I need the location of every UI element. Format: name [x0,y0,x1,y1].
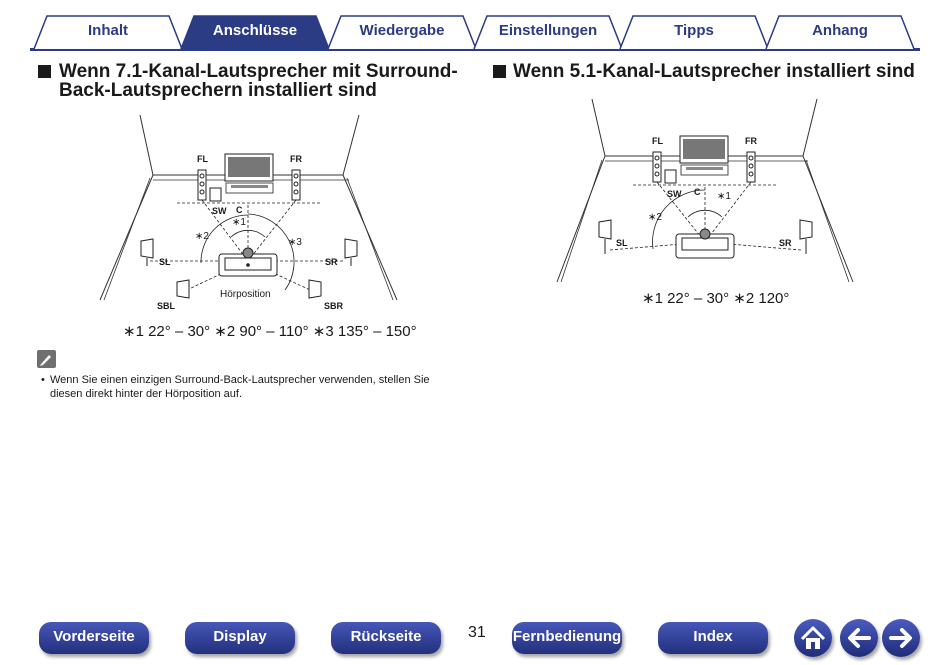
note-text: Wenn Sie einen einzigen Surround-Back-La… [50,374,430,400]
tv-icon-right [679,135,729,176]
remote-control-button[interactable]: Fernbedienung [512,622,622,654]
display-button[interactable]: Display [185,622,295,654]
subwoofer-icon [209,187,222,202]
index-button[interactable]: Index [658,622,768,654]
tab-einstellungen[interactable]: Einstellungen [473,15,623,49]
label-mark3: ∗3 [288,237,302,248]
heading-5-1: Wenn 5.1-Kanal-Lautsprecher installiert … [513,61,915,82]
home-icon [800,626,826,649]
label-sbl: SBL [157,301,176,310]
subwoofer-icon-right [664,169,677,184]
forward-button[interactable] [882,619,920,657]
listener-sofa-icon [218,247,278,277]
label-sr: SR [325,257,338,267]
label-mark2: ∗2 [195,231,209,242]
arrow-left-icon [848,628,871,648]
back-button[interactable] [840,619,878,657]
tab-bar-underline [30,48,920,51]
label-mark1: ∗1 [232,217,246,228]
arrow-right-icon [889,628,912,648]
front-panel-button[interactable]: Vorderseite [39,622,149,654]
tab-wiedergabe[interactable]: Wiedergabe [327,15,477,49]
label-c-right: C [694,187,701,197]
note-bullet: • [41,374,45,386]
heading-7-1-line2: Back-Lautsprechern installiert sind [59,80,377,101]
tab-tipps[interactable]: Tipps [619,15,769,49]
speaker-sr-icon-right [799,219,813,254]
rear-panel-button[interactable]: Rückseite [331,622,441,654]
label-fr-right: FR [745,136,757,146]
heading-7-1-line1: Wenn 7.1-Kanal-Lautsprecher mit Surround… [59,61,458,82]
speaker-sbr-icon [308,279,322,299]
speaker-fl-icon-right [652,151,662,183]
speaker-sl-icon-right [598,219,612,254]
label-c: C [236,205,243,215]
speaker-layout-7-1-diagram: FL FR SW C SL SR SBL SBR Hörposition ∗1 … [99,114,398,310]
label-sl-right: SL [616,238,628,248]
speaker-fl-icon [197,169,207,201]
speaker-sl-icon [140,238,154,266]
home-button[interactable] [794,619,832,657]
label-fl: FL [197,154,208,164]
pencil-icon [37,350,56,368]
label-mark2-right: ∗2 [648,212,662,223]
label-sbr: SBR [324,301,344,310]
label-listening-position: Hörposition [220,289,271,300]
label-sr-right: SR [779,238,792,248]
footnote-7-1-angles: ∗1 22° – 30° ∗2 90° – 110° ∗3 135° – 150… [123,323,417,340]
tab-inhalt[interactable]: Inhalt [33,15,183,49]
footnote-5-1-angles: ∗1 22° – 30° ∗2 120° [642,290,790,307]
speaker-sr-icon [344,238,358,266]
tv-icon [224,153,274,194]
speaker-fr-icon [291,169,301,201]
label-sl: SL [159,257,171,267]
label-sw: SW [212,206,227,216]
heading-7-1: Wenn 7.1-Kanal-Lautsprecher mit Surround… [59,62,458,100]
label-mark1-right: ∗1 [717,191,731,202]
page-number: 31 [468,624,486,641]
heading-bullet-left [38,65,51,78]
tab-anschluesse[interactable]: Anschlüsse [180,15,330,49]
speaker-layout-5-1-diagram: FL FR SW C SL SR ∗1 ∗2 [556,98,854,283]
heading-bullet-right [493,65,506,78]
label-sw-right: SW [667,189,682,199]
tab-anhang[interactable]: Anhang [765,15,915,49]
label-fr: FR [290,154,302,164]
speaker-sbl-icon [176,279,190,299]
label-fl-right: FL [652,136,663,146]
listener-sofa-icon-right [675,228,735,259]
speaker-fr-icon-right [746,151,756,183]
